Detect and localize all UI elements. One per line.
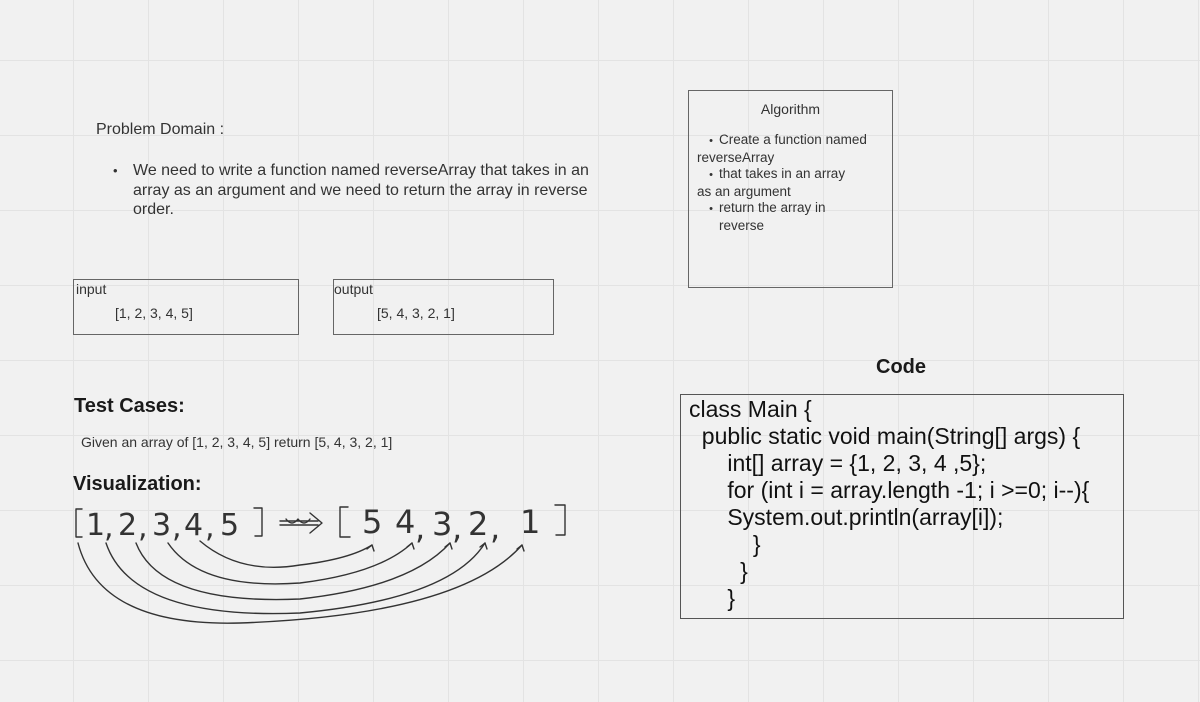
mapping-curves bbox=[77, 540, 525, 624]
algorithm-step-2: •that takes in an array bbox=[709, 166, 846, 181]
visualization-sketch: 1 , 2 , 3 , 4 , 5 5 4 , 3 , 2 , 1 bbox=[75, 503, 566, 624]
code-line: public static void main(String[] args) { bbox=[689, 423, 1081, 449]
code-line: } bbox=[689, 558, 748, 584]
algorithm-step-3-cont: reverse bbox=[719, 217, 765, 233]
problem-domain-title: Problem Domain : bbox=[96, 121, 225, 138]
input-value: [1, 2, 3, 4, 5] bbox=[115, 305, 193, 321]
test-case-text: Given an array of [1, 2, 3, 4, 5] return… bbox=[81, 434, 393, 450]
input-label: input bbox=[76, 281, 107, 297]
input-box: input [1, 2, 3, 4, 5] bbox=[73, 279, 299, 335]
input-digits: 1 , 2 , 3 , 4 , 5 bbox=[86, 508, 239, 545]
input-digit: 3 bbox=[152, 508, 171, 543]
comma: , bbox=[490, 509, 500, 547]
handwritten-output-array bbox=[339, 504, 566, 538]
algorithm-title: Algorithm bbox=[760, 101, 821, 117]
comma: , bbox=[104, 510, 114, 545]
comma: , bbox=[452, 509, 462, 547]
curve-1 bbox=[77, 542, 523, 624]
code-line: System.out.println(array[i]); bbox=[689, 504, 1004, 530]
code-line: int[] array = {1, 2, 3, 4 ,5}; bbox=[689, 450, 987, 476]
input-digit: 2 bbox=[118, 508, 137, 543]
comma: , bbox=[172, 510, 182, 545]
comma: , bbox=[138, 510, 148, 545]
curve-2 bbox=[105, 542, 486, 615]
algorithm-step-1: •Create a function named bbox=[709, 132, 867, 147]
input-digit: 4 bbox=[184, 508, 203, 543]
visualization-heading: Visualization: bbox=[73, 473, 202, 495]
output-digit: 3 bbox=[432, 505, 452, 543]
problem-domain-list: We need to write a function named revers… bbox=[113, 161, 591, 220]
comma: , bbox=[205, 510, 215, 545]
curve-5 bbox=[199, 540, 373, 568]
algorithm-box: Algorithm •Create a function named rever… bbox=[688, 90, 893, 288]
code-box: class Main { public static void main(Str… bbox=[680, 394, 1124, 619]
curve-3 bbox=[135, 542, 451, 601]
output-label: output bbox=[334, 281, 373, 297]
output-digit: 5 bbox=[362, 503, 382, 541]
algorithm-step-2-cont: as an argument bbox=[697, 183, 791, 199]
output-box: output [5, 4, 3, 2, 1] bbox=[333, 279, 554, 335]
algorithm-steps: •Create a function named reverseArray •t… bbox=[697, 132, 889, 234]
output-digit: 4 bbox=[395, 503, 415, 541]
output-value: [5, 4, 3, 2, 1] bbox=[377, 305, 455, 321]
output-digit: 1 bbox=[520, 503, 540, 541]
algorithm-step-1-cont: reverseArray bbox=[697, 149, 775, 165]
output-digits: 5 4 , 3 , 2 , 1 bbox=[362, 503, 540, 547]
code-line: for (int i = array.length -1; i >=0; i--… bbox=[689, 477, 1090, 503]
input-digit: 1 bbox=[86, 508, 105, 543]
arrow-icon bbox=[279, 512, 323, 534]
curve-4 bbox=[167, 542, 413, 585]
code-line: } bbox=[689, 585, 736, 611]
code-line: } bbox=[689, 531, 761, 557]
algorithm-step-3: •return the array in bbox=[709, 200, 826, 215]
input-digit: 5 bbox=[220, 508, 239, 543]
handwritten-input-array bbox=[75, 507, 263, 538]
output-digit: 2 bbox=[468, 505, 488, 543]
code-heading: Code bbox=[876, 356, 926, 378]
comma: , bbox=[415, 509, 425, 547]
code-line: class Main { bbox=[689, 396, 812, 422]
test-cases-heading: Test Cases: bbox=[74, 395, 185, 417]
problem-domain-bullet: We need to write a function named revers… bbox=[113, 161, 591, 220]
